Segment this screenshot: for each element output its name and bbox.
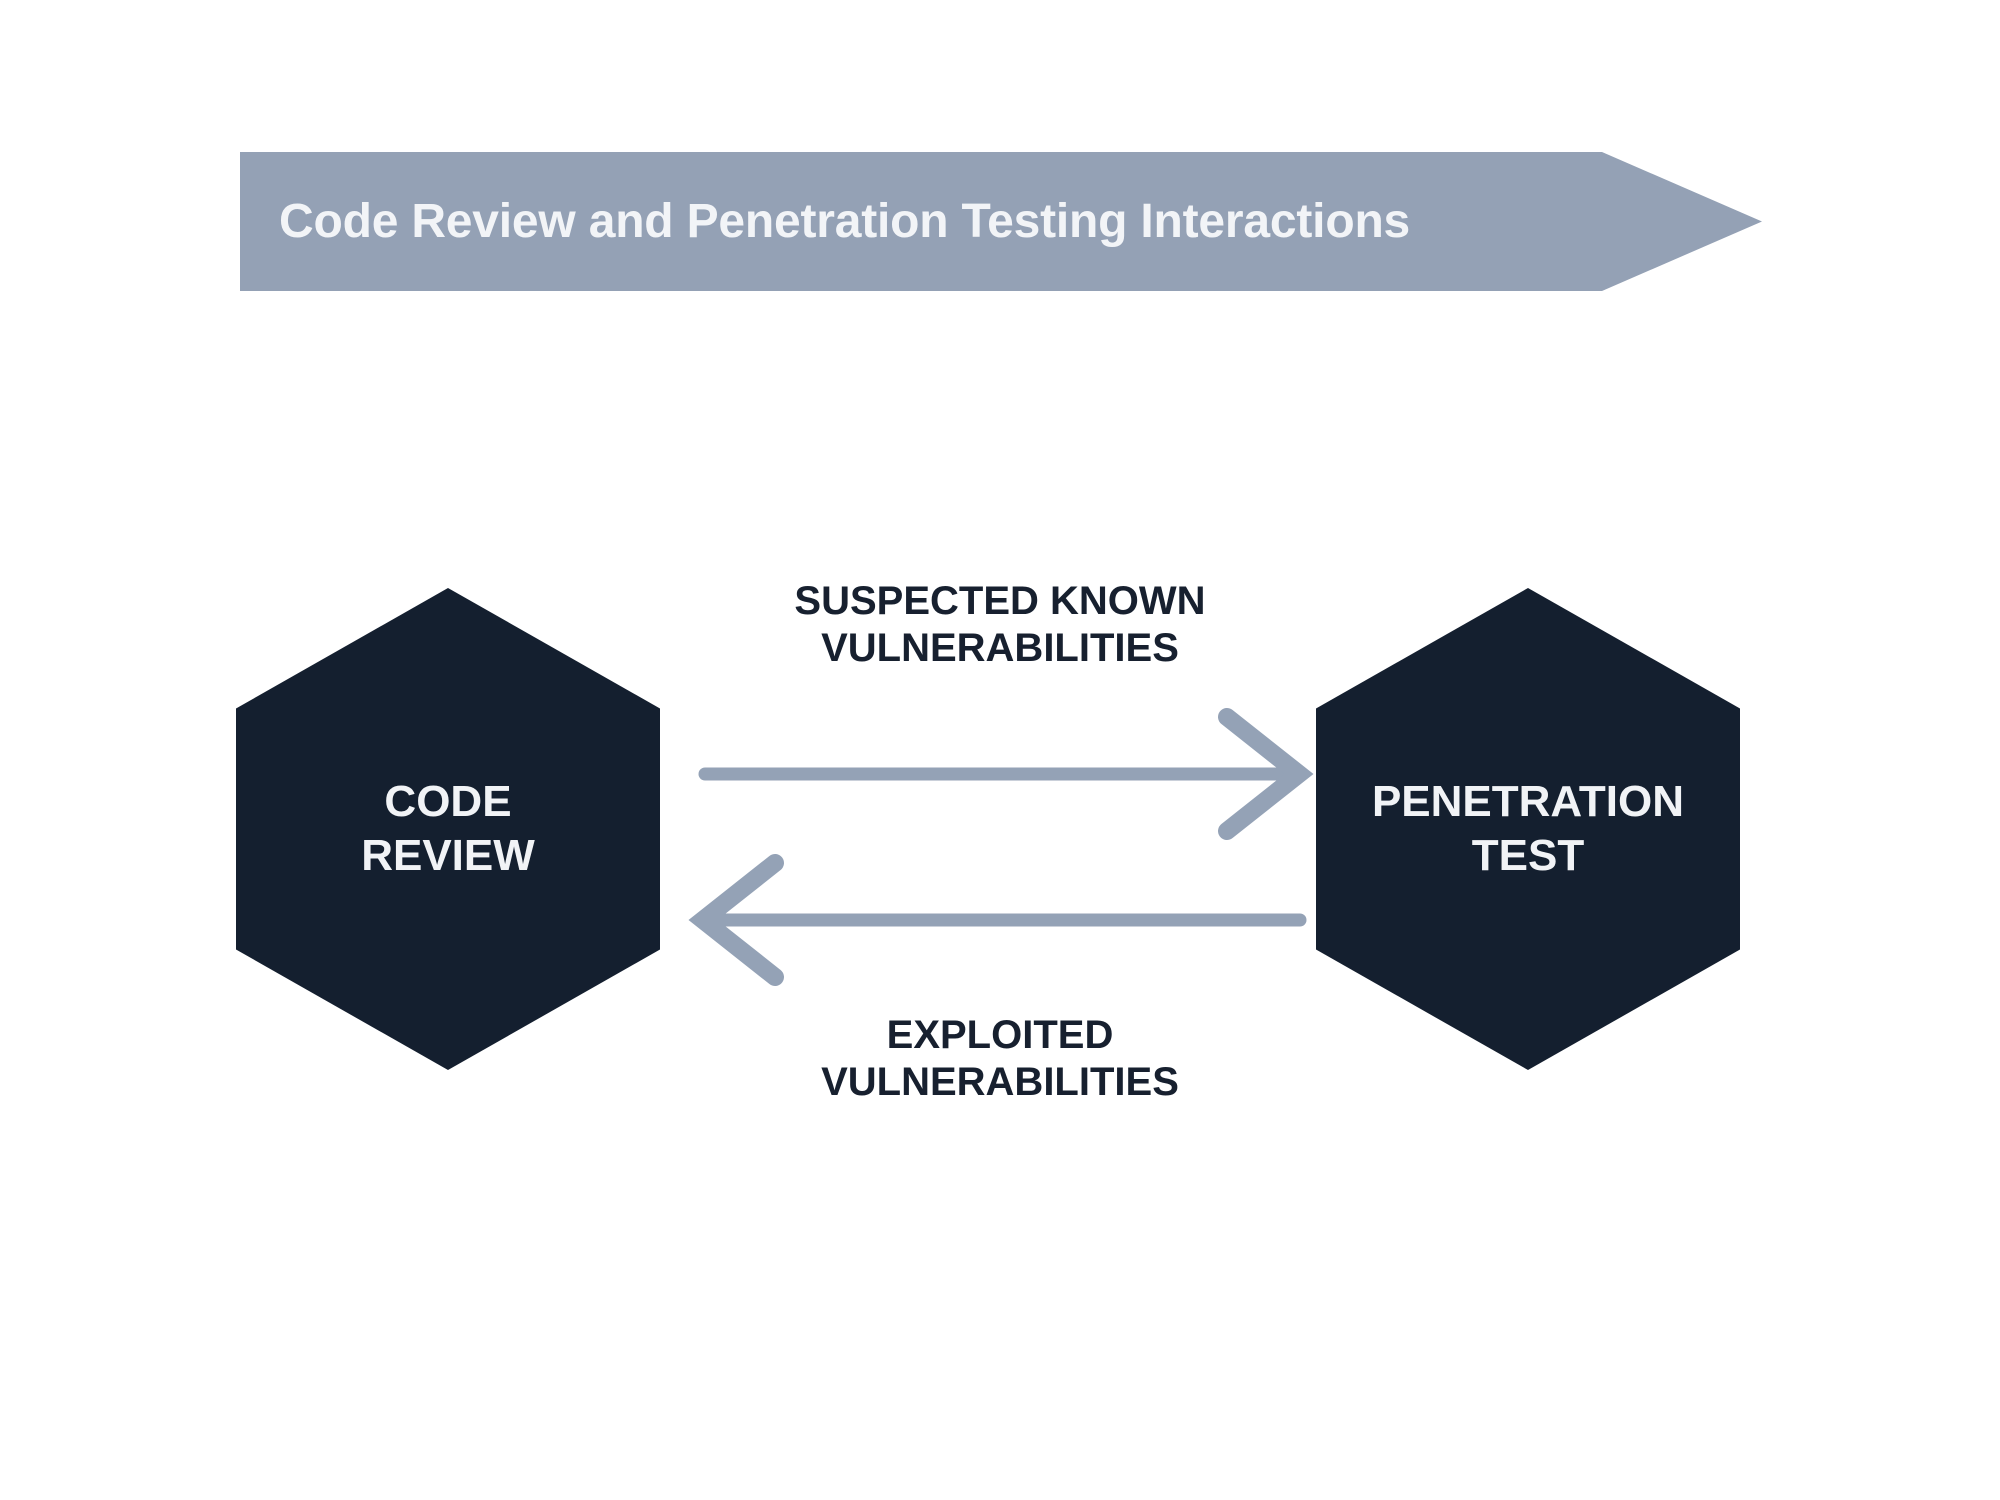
return-flow-label-line2: VULNERABILITIES: [821, 1060, 1179, 1105]
return-flow-arrowhead-icon: [688, 854, 784, 986]
return-flow-label-line1: EXPLOITED: [886, 1013, 1114, 1057]
node-penetration-test[interactable]: PENETRATION TEST: [1316, 588, 1740, 1070]
forward-flow-label-line1: SUSPECTED KNOWN: [794, 579, 1206, 623]
title-banner: Code Review and Penetration Testing Inte…: [240, 152, 1762, 291]
node-penetration-test-label-line1: PENETRATION: [1371, 777, 1685, 827]
forward-flow-arrow[interactable]: [698, 708, 1314, 840]
forward-flow-arrowhead-icon: [1218, 708, 1314, 840]
node-code-review-label: CODE REVIEW: [343, 775, 553, 882]
node-penetration-test-label: PENETRATION TEST: [1354, 775, 1702, 882]
node-code-review-label-line2: REVIEW: [361, 831, 535, 880]
connector-arrows: [688, 708, 1314, 986]
forward-flow-label: SUSPECTED KNOWN VULNERABILITIES: [650, 578, 1350, 672]
page-title: Code Review and Penetration Testing Inte…: [279, 194, 1411, 248]
node-code-review-label-line1: CODE: [384, 777, 512, 827]
return-flow-label: EXPLOITED VULNERABILITIES: [650, 1012, 1350, 1106]
return-flow-arrow[interactable]: [688, 854, 1307, 986]
node-penetration-test-label-line2: TEST: [1471, 831, 1585, 880]
forward-flow-label-line2: VULNERABILITIES: [821, 626, 1179, 671]
node-code-review[interactable]: CODE REVIEW: [236, 588, 660, 1070]
